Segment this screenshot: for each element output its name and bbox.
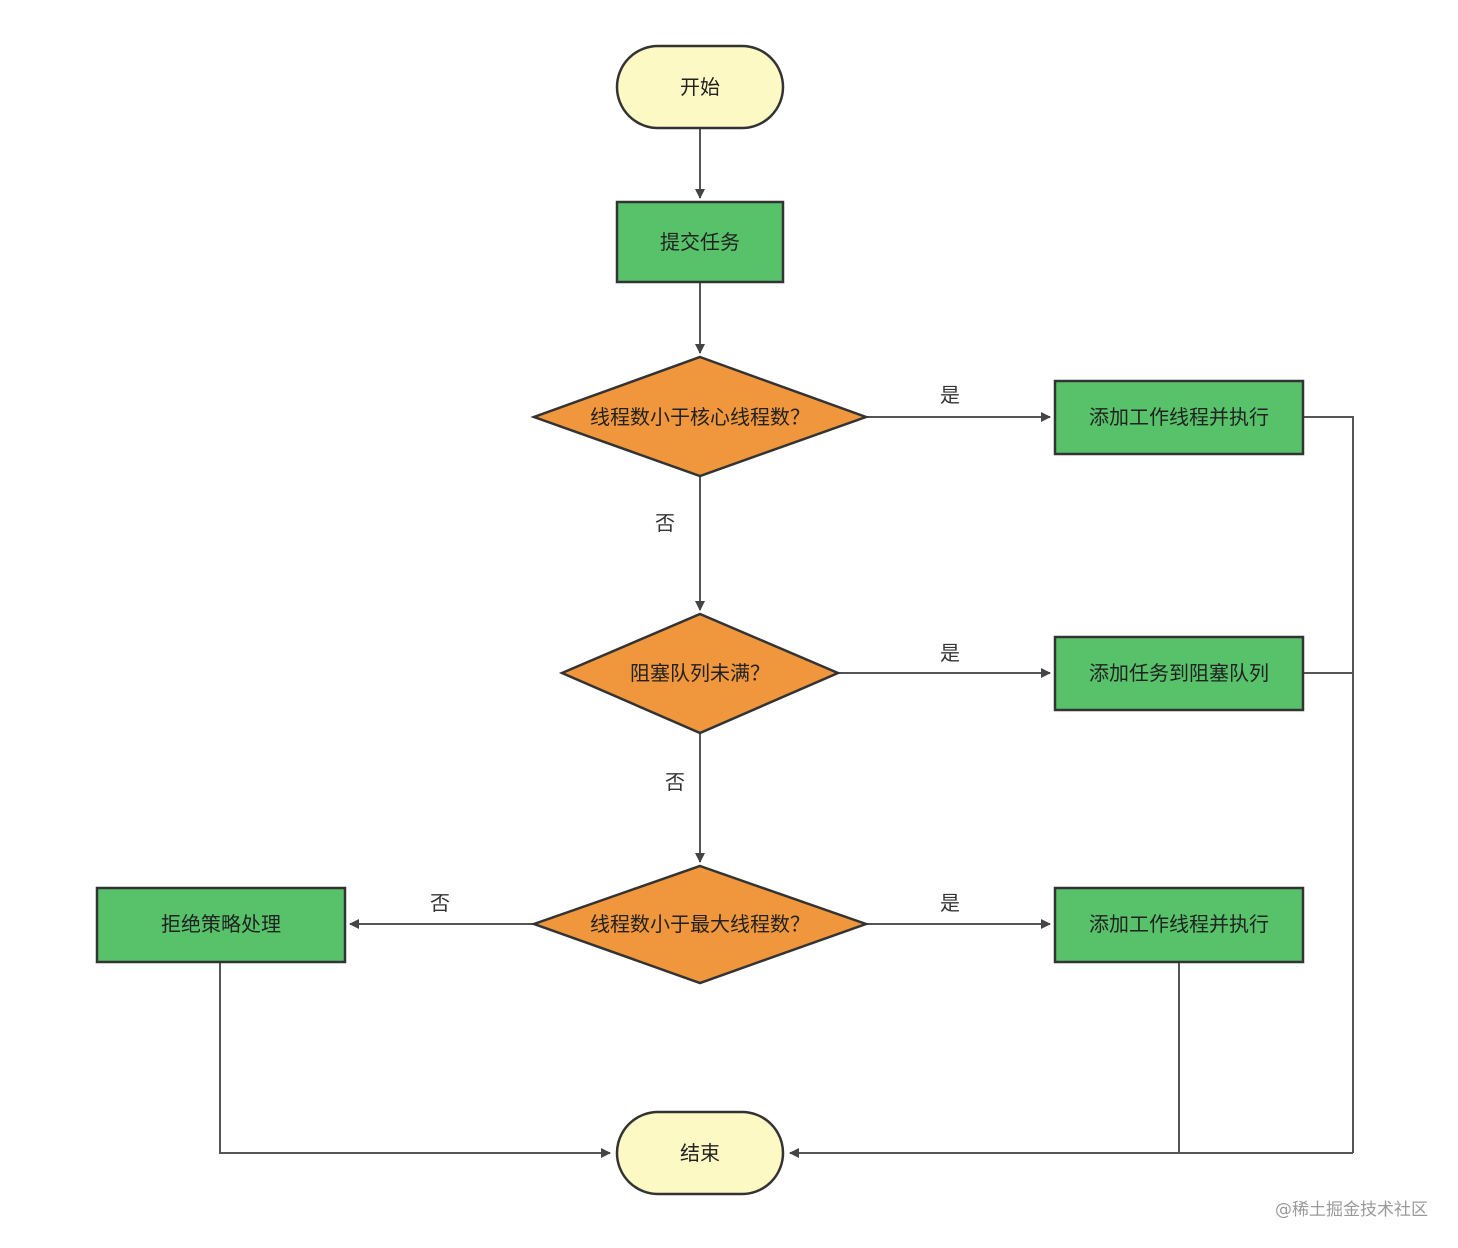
queue-decision: 阻塞队列未满？ bbox=[558, 612, 842, 735]
start-node: 开始 bbox=[615, 44, 785, 130]
queue-decision-label: 阻塞队列未满？ bbox=[630, 661, 770, 685]
core-thread-decision-label: 线程数小于核心线程数？ bbox=[590, 405, 810, 429]
label-queue-yes: 是 bbox=[940, 641, 960, 665]
label-max-no: 否 bbox=[430, 891, 450, 915]
edge-reject-to-end bbox=[219, 962, 611, 1158]
label-core-no: 否 bbox=[655, 511, 675, 535]
label-queue-no: 否 bbox=[665, 770, 685, 794]
start-node-label: 开始 bbox=[680, 75, 720, 99]
edge-labels: 是 否 是 否 是 否 bbox=[430, 383, 960, 915]
reject-policy-label: 拒绝策略处理 bbox=[161, 912, 281, 936]
end-node: 结束 bbox=[615, 1110, 785, 1196]
label-max-yes: 是 bbox=[940, 891, 960, 915]
submit-task-label: 提交任务 bbox=[660, 230, 740, 254]
end-node-label: 结束 bbox=[680, 1141, 720, 1165]
add-worker-node-1: 添加工作线程并执行 bbox=[1053, 379, 1305, 456]
reject-policy-node: 拒绝策略处理 bbox=[95, 886, 347, 964]
max-thread-decision: 线程数小于最大线程数？ bbox=[530, 864, 870, 985]
label-core-yes: 是 bbox=[940, 383, 960, 407]
edge-add-worker-1-to-end bbox=[1303, 416, 1354, 1153]
submit-task-node: 提交任务 bbox=[615, 200, 785, 284]
core-thread-decision: 线程数小于核心线程数？ bbox=[530, 355, 870, 478]
add-to-queue-label: 添加任务到阻塞队列 bbox=[1089, 661, 1269, 685]
add-worker-node-2: 添加工作线程并执行 bbox=[1053, 886, 1305, 964]
max-thread-decision-label: 线程数小于最大线程数？ bbox=[590, 912, 810, 936]
add-worker-label-2: 添加工作线程并执行 bbox=[1089, 912, 1269, 936]
add-to-queue-node: 添加任务到阻塞队列 bbox=[1053, 635, 1305, 712]
watermark: @稀土掘金技术社区 bbox=[1275, 1200, 1428, 1220]
add-worker-label-1: 添加工作线程并执行 bbox=[1089, 405, 1269, 429]
connectors bbox=[219, 128, 1354, 1158]
